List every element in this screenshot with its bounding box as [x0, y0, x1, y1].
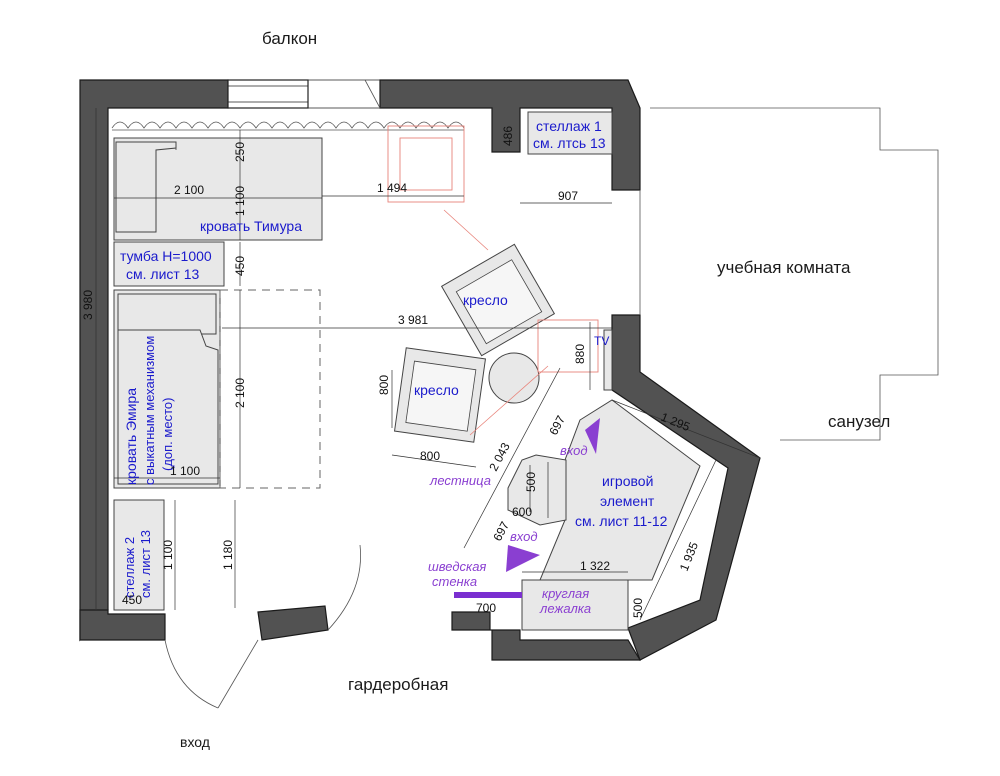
label-play-1: игровой	[602, 473, 653, 489]
label-armchair-top: кресло	[463, 292, 508, 308]
dim-450-shelf2: 450	[122, 593, 142, 607]
round-bed	[521, 579, 629, 631]
dim-2100-bed: 2 100	[174, 183, 204, 197]
label-shelf2-1: стеллаж 2	[122, 537, 137, 598]
door-swings	[164, 79, 381, 709]
dim-3981: 3 981	[398, 313, 428, 327]
dim-1322: 1 322	[580, 559, 610, 573]
bed-timur	[113, 137, 323, 241]
label-shelf2-2: см. лист 13	[138, 530, 153, 598]
dim-500: 500	[524, 472, 538, 492]
nightstand	[113, 241, 225, 287]
dim-697-bottom: 697	[490, 519, 512, 544]
armchair-bottom	[393, 347, 487, 443]
tv-unit	[603, 329, 613, 391]
dim-1100-shelf2: 1 100	[161, 540, 175, 570]
dimension-lines	[95, 108, 761, 621]
dim-250: 250	[233, 142, 247, 162]
curtain	[111, 121, 465, 131]
dim-500-round: 500	[631, 598, 645, 618]
adjacent-rooms-outline	[639, 107, 939, 441]
label-bed-emir-3: (доп. место)	[160, 398, 175, 471]
bed-emir	[113, 289, 321, 489]
label-nightstand-2: см. лист 13	[126, 266, 199, 282]
label-bed-emir-1: кровать Эмира	[123, 388, 139, 485]
label-play-2: элемент	[600, 493, 655, 509]
round-table	[488, 352, 540, 404]
dim-3980: 3 980	[81, 290, 95, 320]
dim-1494: 1 494	[377, 181, 407, 195]
label-play-3: см. лист 11-12	[575, 513, 668, 529]
dim-1180: 1 180	[221, 540, 235, 570]
dim-700: 700	[476, 601, 496, 615]
label-bed-timur: кровать Тимура	[200, 218, 302, 234]
shelf-1	[527, 111, 613, 155]
dim-800-chair-w: 800	[420, 449, 440, 463]
label-wall-bars-2: стенка	[432, 574, 477, 589]
dim-800-chair-h: 800	[377, 375, 391, 395]
label-armchair-bottom: кресло	[414, 382, 459, 398]
dim-486: 486	[501, 126, 515, 146]
dim-450-nightstand: 450	[233, 256, 247, 276]
dim-1935: 1 935	[677, 540, 701, 573]
room-bathroom: санузел	[828, 412, 890, 431]
room-entrance: вход	[180, 734, 210, 750]
dim-600: 600	[512, 505, 532, 519]
dim-2043: 2 043	[486, 440, 513, 473]
wall-bars	[454, 592, 522, 598]
dim-1100-bed: 1 100	[233, 186, 247, 216]
label-shelf1-1: стеллаж 1	[536, 118, 602, 134]
label-entry-bottom: вход	[510, 529, 538, 544]
label-tv: TV	[594, 334, 609, 348]
play-element	[507, 399, 701, 581]
room-wardrobe: гардеробная	[348, 675, 448, 694]
label-shelf1-2: см. лтсь 13	[533, 135, 606, 151]
label-nightstand-1: тумба Н=1000	[120, 248, 212, 264]
label-wall-bars-1: шведская	[428, 559, 486, 574]
label-round-bed-2: лежалка	[539, 601, 591, 616]
dim-2100-bed2: 2 100	[233, 378, 247, 408]
label-entry-top: вход	[560, 443, 588, 458]
arrow-bottom-icon	[506, 545, 540, 572]
label-round-bed-1: круглая	[542, 586, 589, 601]
walls	[79, 79, 761, 661]
guide-lines	[387, 125, 599, 436]
entry-arrows	[506, 418, 600, 572]
label-bed-emir-2: с выкатным механизмом	[142, 336, 157, 485]
room-study: учебная комната	[717, 258, 851, 277]
dim-880: 880	[573, 344, 587, 364]
dim-1100-bed2: 1 100	[170, 464, 200, 478]
dim-907: 907	[558, 189, 578, 203]
room-balcony: балкон	[262, 29, 317, 48]
label-ladder: лестница	[429, 473, 491, 488]
arrow-top-icon	[585, 418, 600, 454]
dim-697-top: 697	[546, 413, 568, 438]
shelf-2	[113, 499, 165, 611]
